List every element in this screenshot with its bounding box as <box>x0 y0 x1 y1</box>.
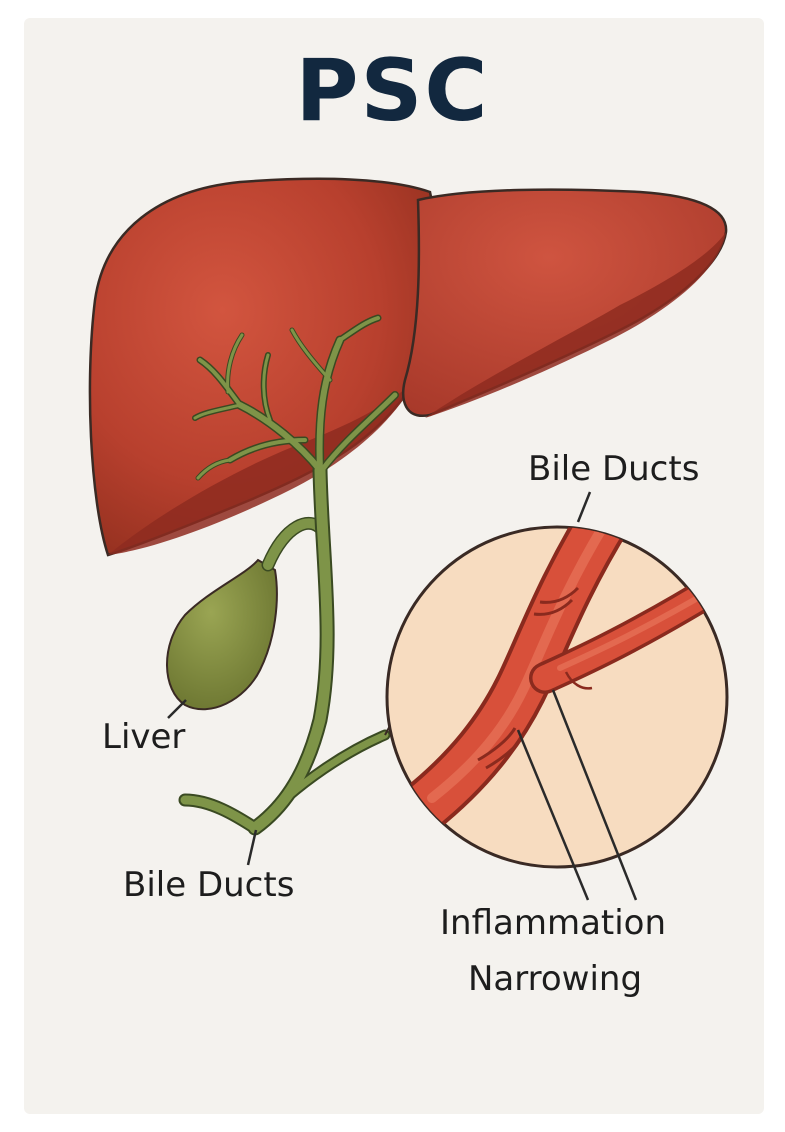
inflammation-label: Inflammation <box>440 906 666 940</box>
liver <box>90 179 726 555</box>
narrowing-label: Narrowing <box>468 962 642 996</box>
magnified-inset <box>387 510 727 867</box>
gallbladder <box>167 560 277 709</box>
page-title: PSC <box>0 48 785 134</box>
bile-ducts-inset-label: Bile Ducts <box>528 452 699 486</box>
leader-liver <box>168 700 186 718</box>
leader-bile-ducts-main <box>248 830 256 865</box>
liver-left-lobe <box>403 190 726 416</box>
bile-ducts-main-label: Bile Ducts <box>123 868 294 902</box>
leader-bile-ducts-inset <box>578 492 590 522</box>
liver-label: Liver <box>102 720 185 754</box>
